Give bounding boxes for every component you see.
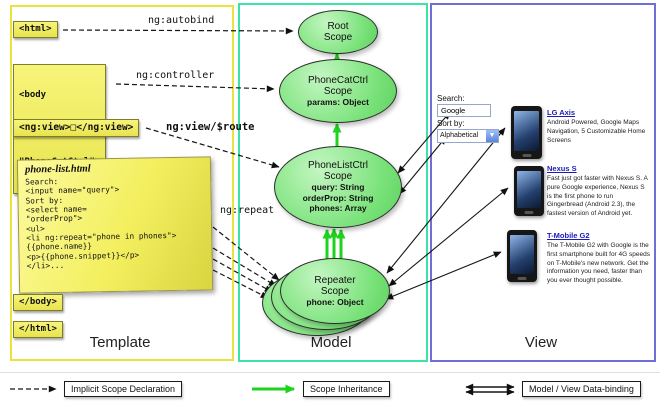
legend-scope-inheritance: Scope Inheritance <box>303 381 390 397</box>
model-panel-label: Model <box>310 334 352 351</box>
body-close-tag: </body> <box>13 294 63 312</box>
ng-autobind-label: ng:autobind <box>148 15 215 26</box>
ng-view-tag: <ng:view>□</ng:view> <box>13 119 140 137</box>
phone-screen <box>517 171 541 208</box>
search-input[interactable] <box>437 104 491 117</box>
phonecatctrl-scope-ellipse: PhoneCatCtrl Scope params: Object <box>279 59 397 123</box>
body-open-line: <body <box>19 89 47 100</box>
legend-divider <box>0 372 660 373</box>
phone-home-button <box>524 211 534 214</box>
sort-by-label: Sort by: <box>437 119 465 128</box>
sort-select[interactable]: Alphabetical ▼ <box>437 129 499 143</box>
phone-home-button <box>522 154 531 157</box>
phone-image-lg-axis <box>511 106 542 159</box>
scope-prop: phone: Object <box>306 296 364 307</box>
phone-desc: The T-Mobile G2 with Google is the first… <box>547 242 650 285</box>
html-close-tag: </html> <box>13 321 63 339</box>
phone-link-tmobile-g2[interactable]: T-Mobile G2 <box>547 231 590 240</box>
legend-model-view-databinding: Model / View Data-binding <box>522 381 641 397</box>
ng-controller-label: ng:controller <box>136 70 215 81</box>
sort-select-value: Alphabetical <box>440 132 479 139</box>
phone-image-tmobile-g2 <box>507 230 537 282</box>
scope-prop: query: String <box>311 182 365 193</box>
ng-repeat-label: ng:repeat <box>220 205 275 216</box>
template-panel-label: Template <box>89 334 151 351</box>
scope-name: Repeater Scope <box>314 274 356 297</box>
scope-name: Root Scope <box>323 21 353 43</box>
ng-view-route-label: ng:view/$route <box>166 121 255 133</box>
scope-prop: phones: Array <box>309 203 367 214</box>
phone-list-html-note: phone-list.html Search: <input name="que… <box>16 156 214 294</box>
phone-image-nexus-s <box>514 166 544 216</box>
phone-link-nexus-s[interactable]: Nexus S <box>547 164 577 173</box>
phone-screen <box>514 111 539 151</box>
chevron-down-icon: ▼ <box>486 130 498 142</box>
legend-implicit-scope-declaration: Implicit Scope Declaration <box>64 381 183 397</box>
note-code-line: </li>... <box>26 260 65 271</box>
phone-link-lg-axis[interactable]: LG Axis <box>547 108 576 117</box>
phone-screen <box>510 235 534 274</box>
phone-home-button <box>517 277 527 280</box>
scope-name: PhoneListCtrl Scope <box>307 160 369 183</box>
view-panel-label: View <box>524 334 558 351</box>
phonelistctrl-scope-ellipse: PhoneListCtrl Scope query: String orderP… <box>274 146 402 228</box>
repeater-scope-ellipse: Repeater Scope phone: Object <box>280 258 390 324</box>
phone-desc: Fast just got faster with Nexus S. A pur… <box>547 175 648 218</box>
note-title: phone-list.html <box>24 163 91 176</box>
scope-prop: orderProp: String <box>302 192 374 203</box>
root-scope-ellipse: Root Scope <box>298 10 378 54</box>
phone-desc: Android Powered, Google Maps Navigation,… <box>547 119 646 144</box>
scope-prop: params: Object <box>307 96 369 107</box>
html-open-tag: <html> <box>13 21 58 39</box>
search-label: Search: <box>437 94 465 103</box>
scope-name: PhoneCatCtrl Scope <box>307 74 369 97</box>
